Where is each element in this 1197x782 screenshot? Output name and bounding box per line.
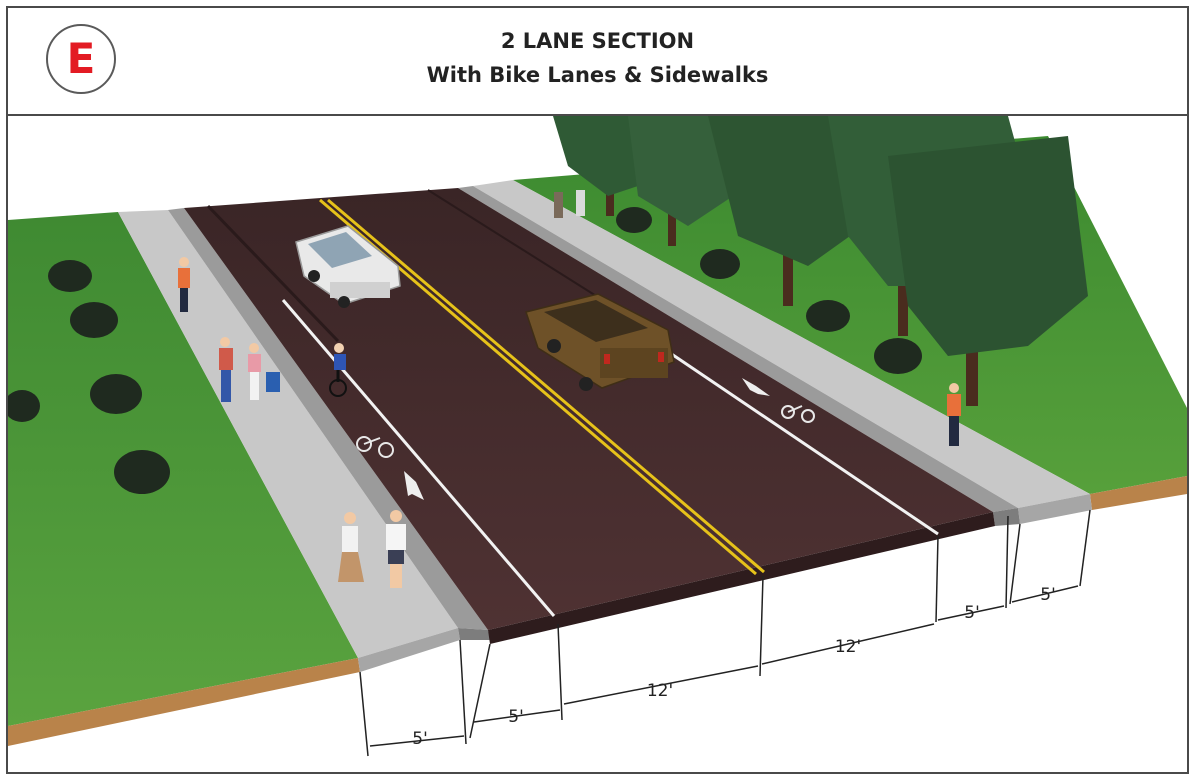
title-block: 2 LANE SECTION With Bike Lanes & Sidewal…: [8, 24, 1187, 92]
dim-right-travel-lane: 12': [835, 637, 861, 657]
left-bike-lane-stripe: [281, 299, 556, 617]
page-title: 2 LANE SECTION: [500, 29, 695, 53]
page-subtitle: With Bike Lanes & Sidewalks: [426, 63, 769, 87]
figure-frame: E 2 LANE SECTION With Bike Lanes & Sidew…: [6, 6, 1189, 774]
pedestrian-couple: [338, 510, 406, 588]
cyclist: [329, 343, 347, 397]
pedestrian-pair-far: [554, 190, 585, 218]
street-cross-section-illustration: 5' 5' 12' 12' 5' 5': [8, 116, 1187, 772]
centerline-right: [327, 198, 765, 574]
dim-left-travel-lane: 12': [647, 681, 673, 701]
dim-left-sidewalk: 5': [412, 729, 428, 749]
shrubs-right: [616, 207, 922, 374]
brown-suv: [525, 293, 675, 391]
dim-right-sidewalk: 5': [1040, 585, 1056, 605]
tree-group: [553, 116, 1088, 406]
dimension-lines: [369, 585, 1079, 747]
dim-left-bike-lane: 5': [508, 707, 524, 727]
left-grass-area: [8, 212, 358, 726]
pedestrian-orange-left: [178, 257, 190, 312]
header: E 2 LANE SECTION With Bike Lanes & Sidew…: [8, 8, 1187, 116]
left-curb: [168, 208, 488, 630]
dimension-extension-lines: [359, 509, 1091, 757]
dim-right-bike-lane: 5': [964, 603, 980, 623]
left-soil-edge: [8, 658, 360, 746]
roadway-edge: [488, 512, 995, 644]
roadway: [184, 188, 993, 630]
pedestrian-group-left: [219, 337, 280, 402]
section-badge: E: [46, 24, 116, 94]
white-car: [295, 225, 401, 308]
left-sidewalk-edge: [358, 628, 460, 672]
left-sidewalk: [118, 210, 458, 658]
right-sidewalk-edge: [1018, 494, 1092, 524]
shrubs-left: [8, 260, 170, 494]
pedestrian-orange-right: [947, 383, 961, 446]
left-bike-arrow-icon: [404, 471, 424, 500]
right-soil-edge: [1090, 476, 1187, 510]
right-sidewalk: [473, 180, 1090, 508]
right-bike-lane-stripe: [635, 328, 939, 536]
right-curb: [458, 186, 1018, 512]
section-badge-letter: E: [66, 34, 96, 83]
right-bike-arrow-icon: [742, 378, 770, 396]
right-bike-symbol: [781, 405, 815, 423]
left-bike-symbol: [356, 436, 394, 458]
